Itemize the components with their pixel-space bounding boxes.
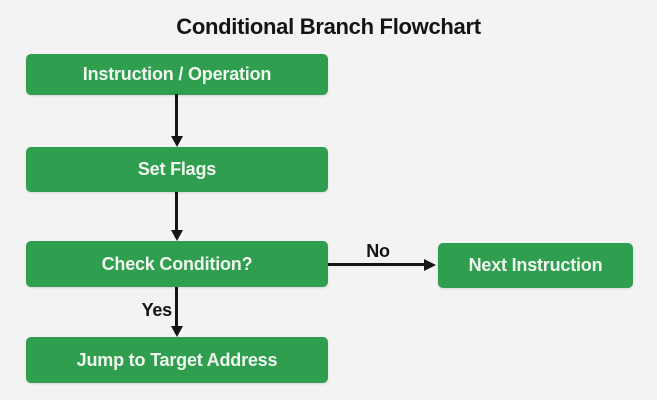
edge-label-yes: Yes: [141, 300, 173, 320]
flow-node-check-condition-label: Check Condition?: [101, 253, 253, 274]
page-title: Conditional Branch Flowchart: [176, 14, 481, 39]
flow-node-set-flags-label: Set Flags: [137, 159, 217, 179]
edge-label-no: No: [366, 241, 390, 261]
flow-node-check-condition: Check Condition?: [26, 241, 328, 287]
flow-node-jump-target-label: Jump to Target Address: [76, 349, 278, 370]
arrow-set-flags-to-check-condition: [175, 192, 178, 230]
flow-node-set-flags: Set Flags: [26, 147, 328, 192]
flow-node-next-instruction: Next Instruction: [438, 243, 633, 288]
flow-node-next-instruction-label: Next Instruction: [468, 255, 603, 275]
flow-node-jump-target: Jump to Target Address: [26, 337, 328, 383]
arrow-check-condition-to-next-instruction: [328, 263, 424, 266]
arrow-instruction-to-set-flags: [175, 94, 178, 136]
flow-node-instruction-label: Instruction / Operation: [82, 64, 272, 84]
flow-node-instruction: Instruction / Operation: [26, 54, 328, 95]
arrow-check-condition-to-jump-target: [175, 287, 178, 326]
